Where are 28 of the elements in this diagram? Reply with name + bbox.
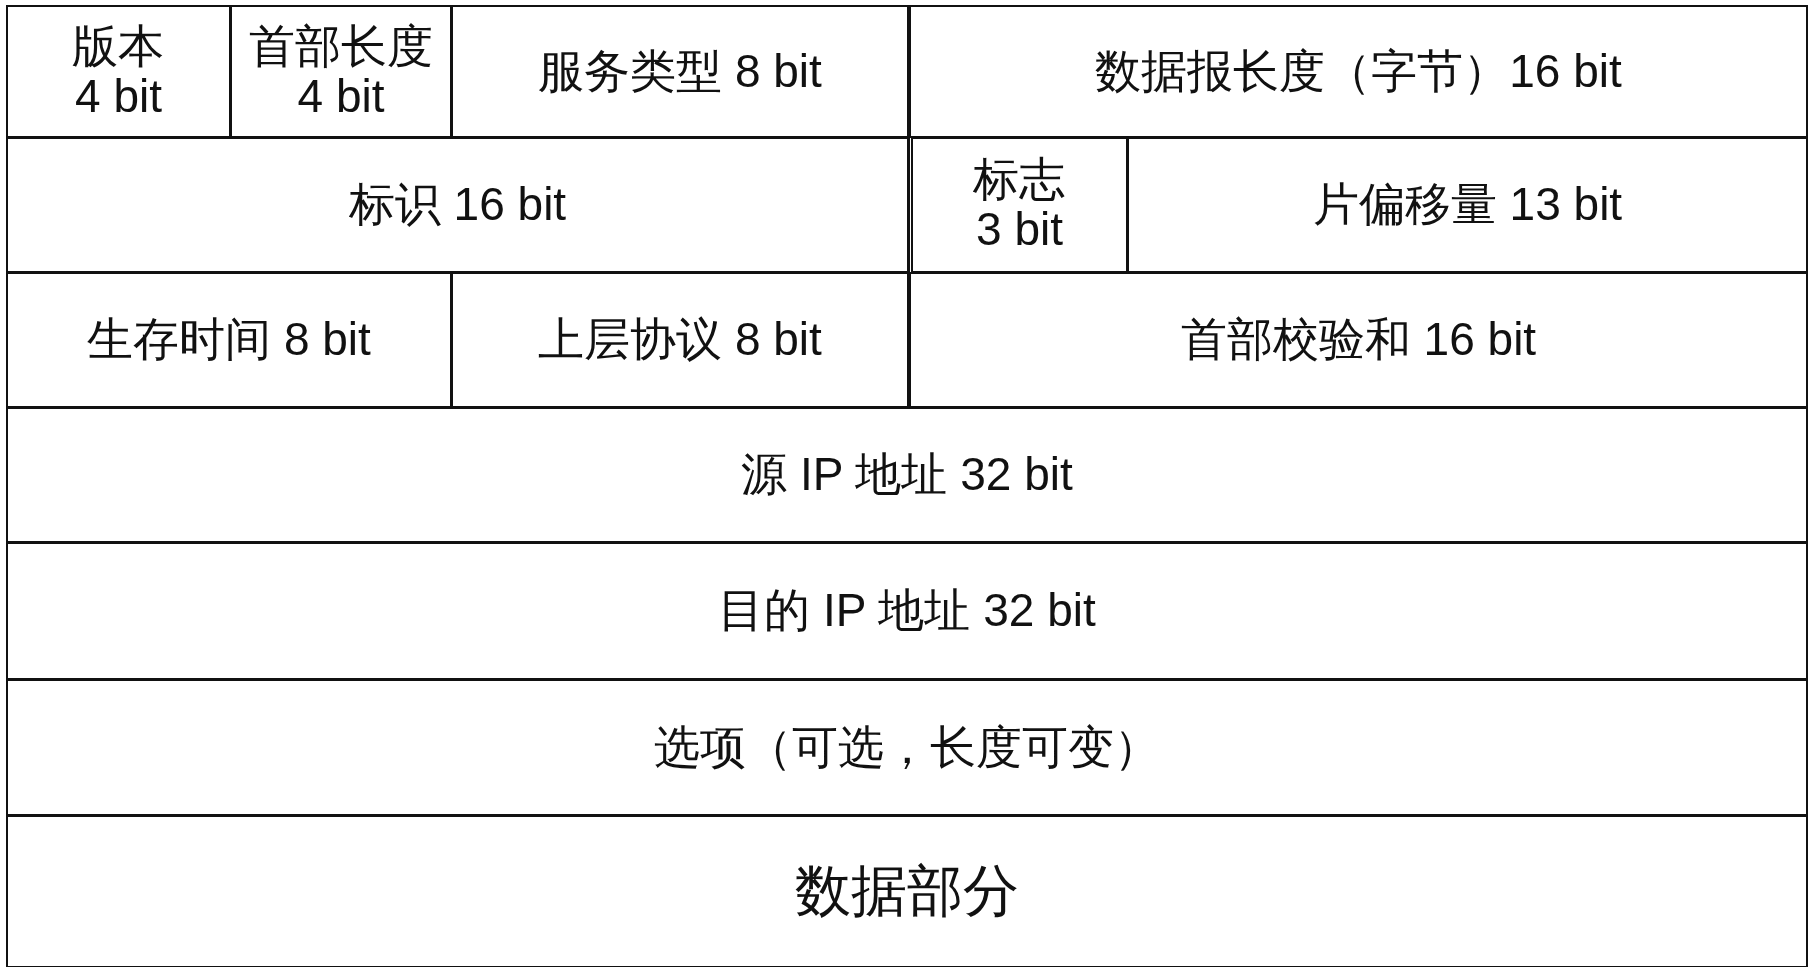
header-field-box [6,815,1808,967]
field-label: 数据报长度（字节）16 bit [1095,46,1622,97]
field-label: 生存时间 8 bit [87,315,371,365]
header-field-box [908,272,1808,408]
field-label: 上层协议 8 bit [538,315,822,365]
header-field-box [6,679,1808,816]
field-label: 数据部分 [795,861,1019,922]
field-label: 首部校验和 16 bit [1180,315,1537,365]
field-label: 服务类型 8 bit [538,46,822,97]
header-field-box [908,5,1808,138]
header-field-box [451,272,909,408]
header-field-box [6,137,909,273]
field-label: 源 IP 地址 32 bit [741,450,1073,500]
header-field-box [908,137,1128,273]
field-label: 选项（可选，长度可变） [654,722,1160,773]
field-label: 标志 3 bit [972,155,1067,255]
header-field-box [1127,137,1808,273]
header-field-box [6,407,1808,543]
header-field-box [6,272,452,408]
field-label: 标识 16 bit [348,180,567,230]
header-field-box [230,5,452,138]
header-field-box [6,5,231,138]
field-label: 首部长度 4 bit [248,21,434,122]
field-label: 版本 4 bit [71,21,166,122]
header-field-box [6,542,1808,680]
field-label: 目的 IP 地址 32 bit [718,586,1096,636]
header-field-box [451,5,909,138]
field-label: 片偏移量 13 bit [1312,180,1623,230]
